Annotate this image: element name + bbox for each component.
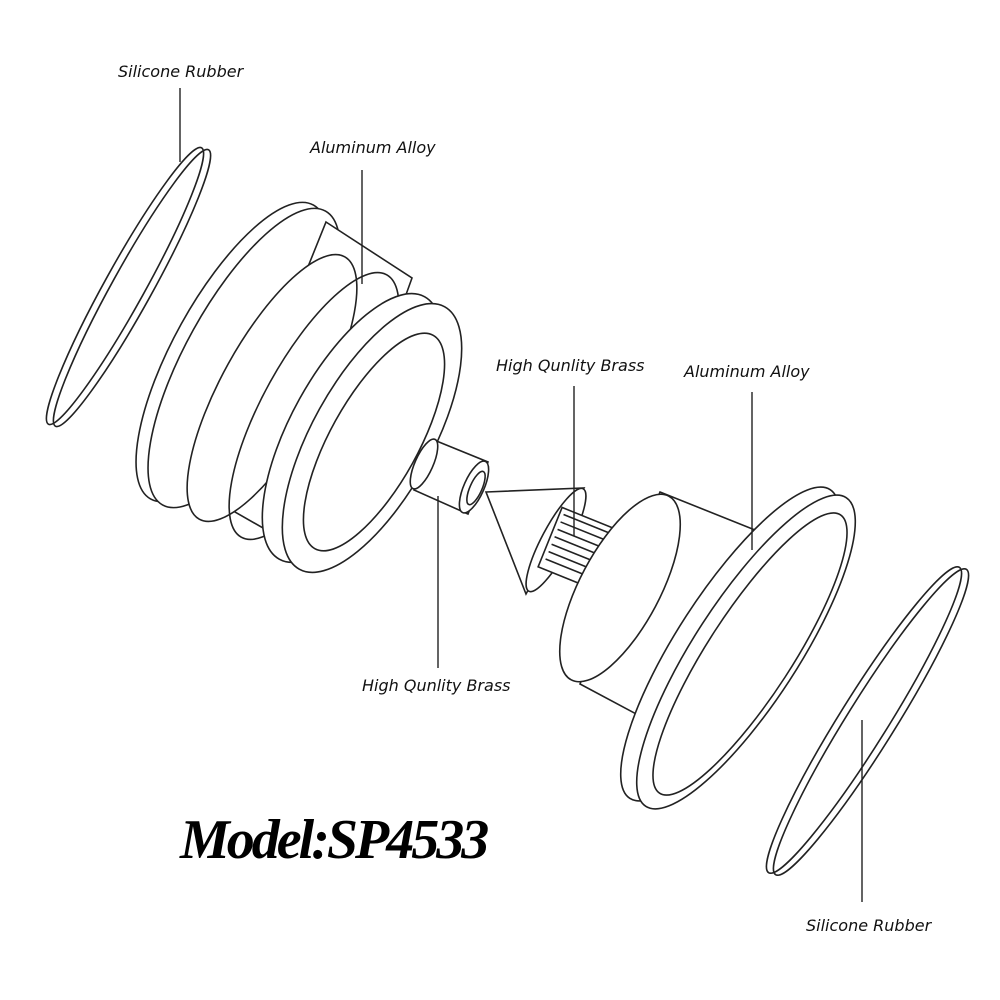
callout-brass-sleeve: High Qunlity Brass <box>362 676 511 695</box>
aluminum-alloy-cup-left <box>135 201 463 574</box>
callout-aluminum-alloy-right: Aluminum Alloy <box>684 362 810 381</box>
callout-silicone-rubber-bottom: Silicone Rubber <box>806 916 932 935</box>
callout-silicone-rubber-top: Silicone Rubber <box>118 62 244 81</box>
brass-sleeve <box>409 438 490 516</box>
callout-aluminum-alloy-left: Aluminum Alloy <box>310 138 436 157</box>
model-title: Model:SP4533 <box>180 809 489 871</box>
silicone-rubber-disc-bottom <box>765 566 970 876</box>
aluminum-alloy-base-right <box>558 486 857 810</box>
silicone-rubber-disc-top <box>45 146 212 428</box>
leader-lines <box>179 88 863 902</box>
callout-brass-cone: High Qunlity Brass <box>496 356 645 375</box>
